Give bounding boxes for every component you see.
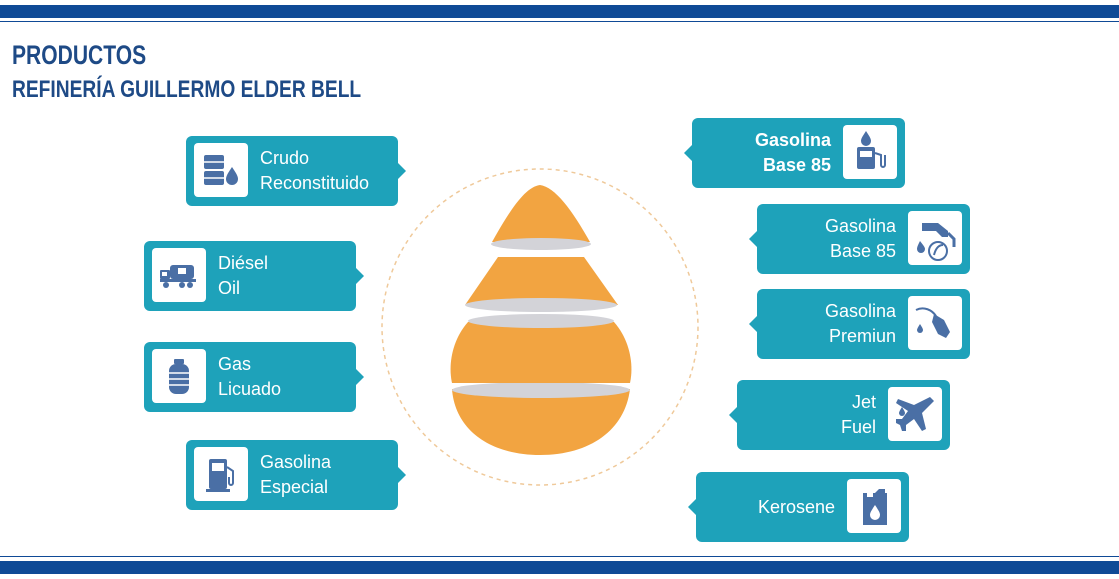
fuel-pump-drop-icon: [843, 125, 897, 179]
drop-separator-4: [452, 382, 630, 398]
product-label-line2: Premiun: [828, 326, 896, 346]
product-label-line1: Gasolina: [824, 301, 896, 321]
top-divider: [0, 21, 1119, 22]
page-title: PRODUCTOS: [12, 40, 147, 70]
product-label-line1: Gasolina: [260, 452, 332, 472]
product-label-line2: Licuado: [218, 379, 282, 399]
product-label-line1: Gasolina: [824, 216, 896, 236]
product-label-line2: Especial: [260, 477, 329, 497]
product-label-line2: Reconstituido: [260, 173, 370, 193]
product-card-crudo-reconstituido: Crudo Reconstituido: [186, 136, 406, 206]
jerrycan-icon: [847, 479, 901, 533]
bottom-divider: [0, 556, 1119, 557]
product-label-line1: Gasolina: [754, 130, 831, 150]
barrels-icon: [194, 143, 248, 197]
product-label: Crudo Reconstituido: [260, 136, 369, 206]
product-label: Kerosene: [758, 472, 835, 542]
fuel-nozzle-icon: [908, 296, 962, 350]
product-label-line2: Base 85: [829, 241, 896, 261]
product-label-line1: Crudo: [260, 148, 310, 168]
refinery-drop-illustration: [381, 168, 699, 486]
product-card-jet-fuel: Jet Fuel: [729, 380, 950, 450]
airplane-icon: [888, 387, 942, 441]
drop-segment-top: [492, 185, 590, 242]
product-label-line2: Fuel: [840, 417, 876, 437]
product-label: Jet Fuel: [841, 380, 876, 450]
product-card-diesel-oil: Diésel Oil: [144, 241, 364, 311]
dashed-circle: [381, 168, 699, 486]
product-card-gasolina-base-85-b: Gasolina Base 85: [749, 204, 970, 274]
product-label-line1: Kerosene: [757, 496, 835, 517]
tanker-truck-icon: [152, 248, 206, 302]
product-card-gasolina-especial: Gasolina Especial: [186, 440, 406, 510]
fuel-pump-icon: [194, 447, 248, 501]
drop-separator-2: [465, 298, 617, 312]
drop-segment-bottom: [452, 389, 630, 455]
product-label-line1: Gas: [218, 354, 252, 374]
nozzle-leaf-icon: [908, 211, 962, 265]
drop-segment-upper: [465, 257, 618, 305]
product-label-line2: Base 85: [762, 155, 831, 175]
product-card-kerosene: Kerosene: [688, 472, 909, 542]
drop-segment-lower: [450, 322, 632, 383]
page-subtitle: REFINERÍA GUILLERMO ELDER BELL: [12, 76, 362, 103]
product-card-gas-licuado: Gas Licuado: [144, 342, 364, 412]
bottom-bar: [0, 561, 1119, 574]
product-card-gasolina-base-85-a: Gasolina Base 85: [684, 118, 905, 188]
product-label: Gas Licuado: [218, 342, 281, 412]
product-label: Gasolina Base 85: [755, 118, 831, 188]
product-label-line1: Jet: [851, 392, 876, 412]
product-card-gasolina-premiun: Gasolina Premiun: [749, 289, 970, 359]
product-label: Gasolina Premiun: [825, 289, 896, 359]
product-label: Gasolina Especial: [260, 440, 331, 510]
product-label-line2: Oil: [218, 278, 240, 298]
product-label: Diésel Oil: [218, 241, 268, 311]
product-label-line1: Diésel: [218, 253, 269, 273]
gas-cylinder-icon: [152, 349, 206, 403]
drop-separator-1: [491, 238, 591, 250]
drop-separator-3: [468, 314, 614, 328]
top-bar: [0, 5, 1119, 18]
product-label: Gasolina Base 85: [825, 204, 896, 274]
